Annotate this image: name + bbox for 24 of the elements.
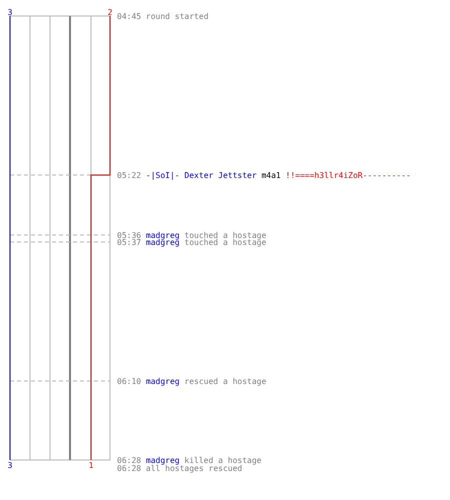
player-name: madgreg [146, 231, 180, 240]
player-count: 1 [88, 461, 94, 470]
timestamp: 05:36 [117, 231, 142, 240]
player-count: 2 [108, 8, 112, 17]
event-text: rescued a hostage [184, 377, 266, 386]
timestamp: 06:28 [117, 456, 142, 465]
timestamp: 05:37 [117, 238, 142, 247]
event-text: round started [146, 12, 209, 21]
event-text: touched a hostage [184, 231, 266, 240]
timestamp: 05:22 [117, 171, 142, 180]
player-name: !!====h3llr4iZoR---------- [286, 171, 411, 180]
player-name: madgreg [146, 377, 180, 386]
event-text: all hostages rescued [146, 464, 242, 473]
player-name: -|SoI|- Dexter Jettster [146, 171, 257, 180]
player-name: madgreg [146, 238, 180, 247]
player-name: madgreg [146, 456, 180, 465]
event-text: touched a hostage [184, 238, 266, 247]
timestamp: 06:10 [117, 377, 142, 386]
event-text: killed a hostage [184, 456, 262, 465]
timestamp: 06:28 [117, 464, 142, 473]
player-count: 3 [8, 461, 12, 470]
weapon-name: m4a1 [261, 171, 281, 180]
player-count: 3 [8, 8, 12, 17]
timestamp: 04:45 [117, 12, 142, 21]
